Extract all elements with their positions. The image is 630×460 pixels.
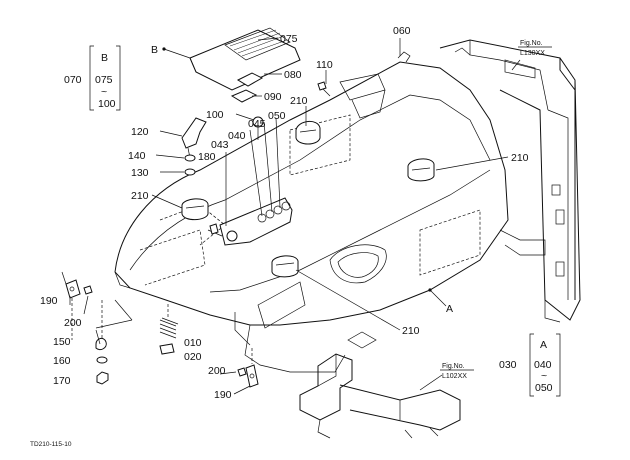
callout-180: 180 xyxy=(198,151,216,163)
fig-ref-top-code: L130XX xyxy=(520,50,545,57)
handle-top xyxy=(295,121,321,145)
callout-210-left: 210 xyxy=(131,190,149,202)
group-b-labels: B 070 075 ~ 100 xyxy=(64,52,116,110)
nut-170 xyxy=(96,371,109,385)
leader-lines xyxy=(69,37,521,395)
lower-frame xyxy=(299,331,461,439)
callout-labels: 075 060 080 110 090 210 100 045 050 040 … xyxy=(40,25,529,401)
callout-160: 160 xyxy=(53,355,71,367)
callout-170: 170 xyxy=(53,375,71,387)
clip-060 xyxy=(397,51,411,63)
washer-140 xyxy=(184,154,196,162)
plate-090 xyxy=(230,89,258,103)
bonnet-cover xyxy=(114,61,509,373)
group-b-bracket xyxy=(89,45,121,111)
group-a-parent: 030 xyxy=(499,359,517,371)
callout-a: A xyxy=(446,303,453,315)
handle-bottom xyxy=(271,255,299,278)
callout-190-bottom: 190 xyxy=(214,389,232,401)
fig-ref-bottom: Fig.No. L102XX xyxy=(440,363,474,380)
handle-left xyxy=(181,198,209,221)
bracket-190-bottom xyxy=(245,364,259,388)
marker-a-dot xyxy=(428,288,432,292)
group-a-bracket xyxy=(529,333,561,397)
cab-frame xyxy=(439,39,581,323)
fig-ref-bottom-prefix: Fig.No. xyxy=(442,363,465,370)
callout-200-bottom: 200 xyxy=(208,365,226,377)
group-b-parent: 070 xyxy=(64,74,82,86)
group-a-last: 050 xyxy=(535,382,553,394)
handle-right xyxy=(407,158,435,182)
bolt-110 xyxy=(317,81,331,97)
plate-080 xyxy=(236,72,264,87)
link-150 xyxy=(95,329,107,351)
group-b-last: 100 xyxy=(98,98,116,110)
group-b-first: 075 xyxy=(95,74,113,86)
callout-200-left: 200 xyxy=(64,317,82,329)
callout-100: 100 xyxy=(206,109,224,121)
callout-210-right: 210 xyxy=(511,152,529,164)
group-a-letter: A xyxy=(540,339,547,351)
callout-060: 060 xyxy=(393,25,411,37)
callout-130: 130 xyxy=(131,167,149,179)
rubber-020 xyxy=(159,343,175,355)
knob-100 xyxy=(252,116,264,140)
panel-plate xyxy=(207,197,293,246)
callout-090: 090 xyxy=(264,91,282,103)
fig-ref-top: Fig.No. L130XX xyxy=(518,40,552,57)
callout-210-bottom: 210 xyxy=(402,325,420,337)
callout-120: 120 xyxy=(131,126,149,138)
washer-160 xyxy=(96,356,108,364)
callout-050: 050 xyxy=(268,110,286,122)
callout-150: 150 xyxy=(53,336,71,348)
callout-010: 010 xyxy=(184,337,202,349)
group-b-letter: B xyxy=(101,52,108,64)
group-a-first: 040 xyxy=(534,359,552,371)
callout-b: B xyxy=(151,44,158,56)
callout-210-top: 210 xyxy=(290,95,308,107)
bolt-200-bottom xyxy=(237,367,247,377)
callout-110: 110 xyxy=(316,59,333,71)
callout-140: 140 xyxy=(128,150,146,162)
callout-080: 080 xyxy=(284,69,302,81)
washer-130 xyxy=(184,168,196,176)
callout-045: 045 xyxy=(248,118,266,130)
bolt-200-left xyxy=(83,285,93,295)
callout-040: 040 xyxy=(228,130,246,142)
fig-ref-top-prefix: Fig.No. xyxy=(520,40,543,47)
drawing-code: TD210-115-10 xyxy=(30,441,72,448)
callout-020: 020 xyxy=(184,351,202,363)
fig-ref-bottom-code: L102XX xyxy=(442,373,467,380)
callout-190-left: 190 xyxy=(40,295,58,307)
group-a-labels: A 030 040 ~ 050 xyxy=(499,339,553,394)
group-a-tilde: ~ xyxy=(541,370,547,382)
callout-075: 075 xyxy=(280,33,298,45)
callout-043: 043 xyxy=(211,139,229,151)
group-b-tilde: ~ xyxy=(101,86,107,98)
spring-010 xyxy=(159,317,179,339)
bracket-190-left xyxy=(61,271,81,299)
cover-plate-075 xyxy=(189,27,301,91)
